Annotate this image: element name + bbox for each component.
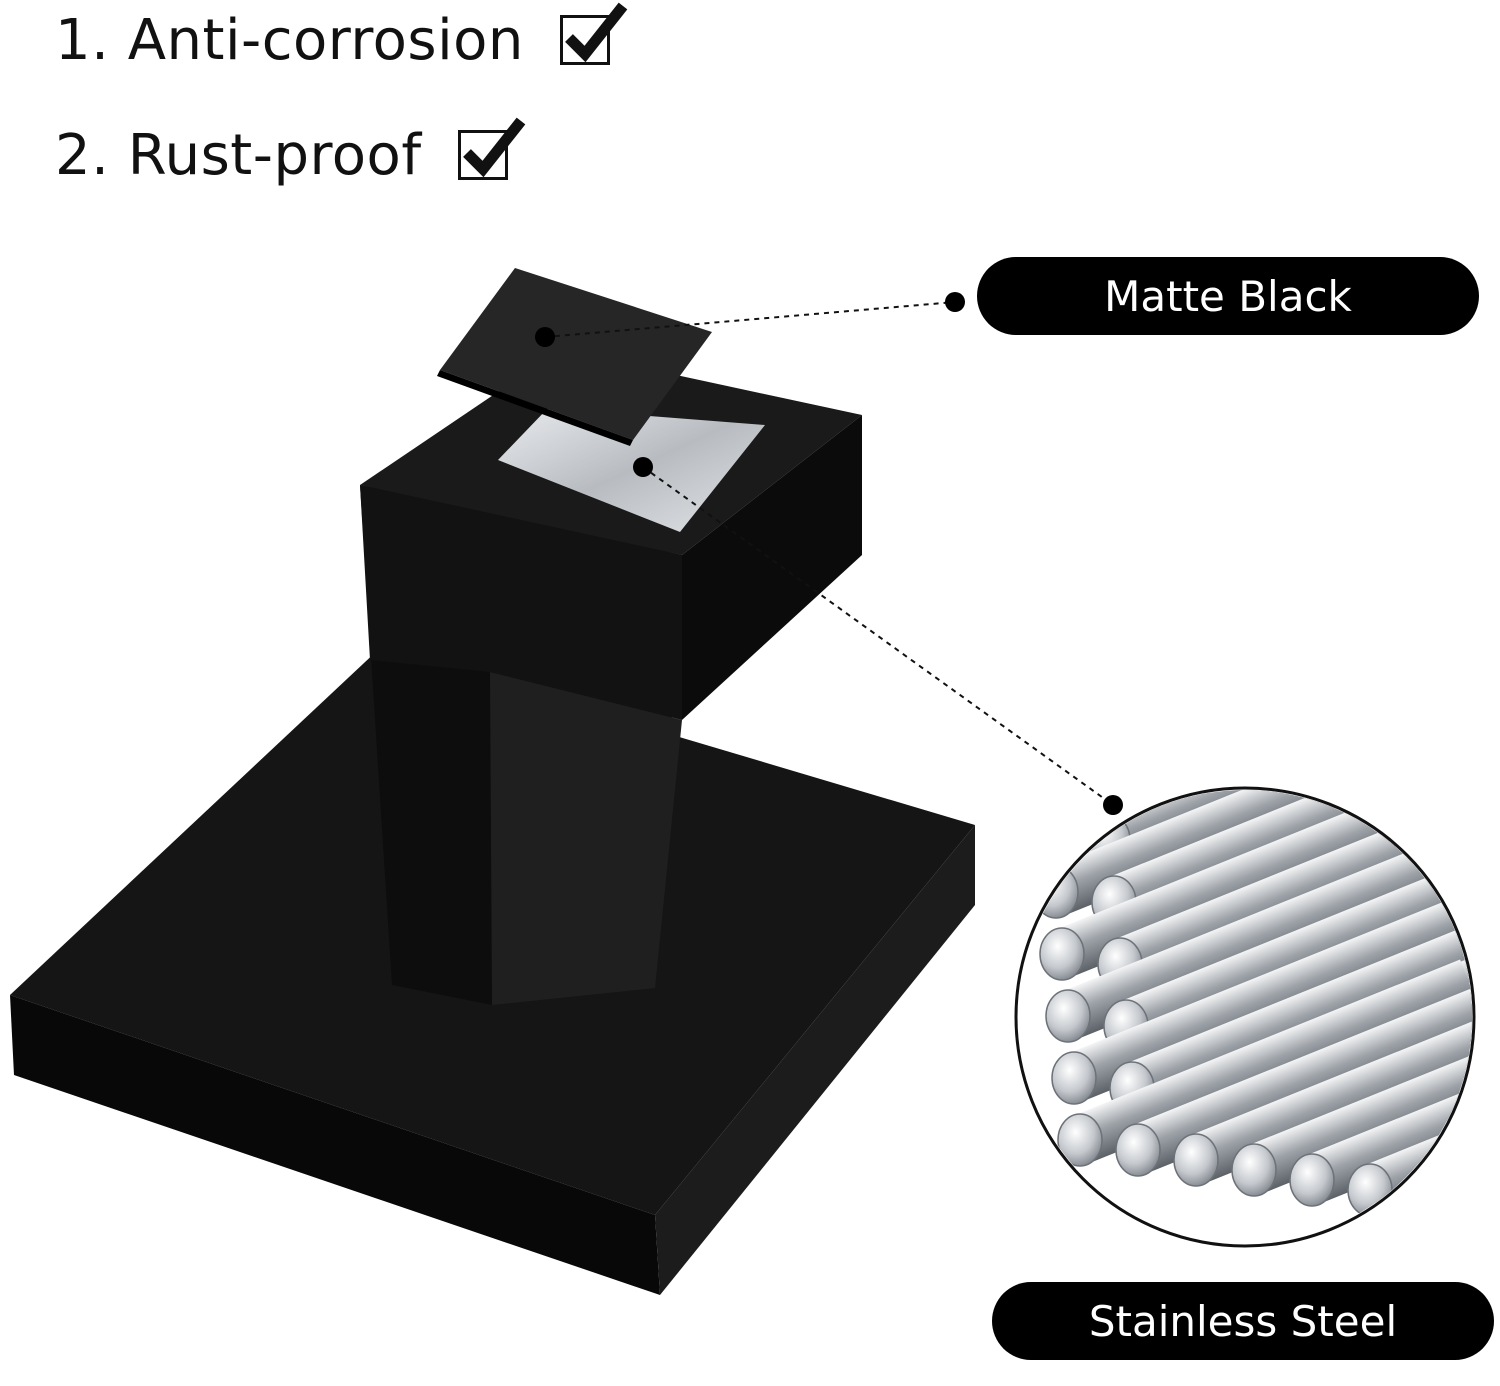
steel-rod-end xyxy=(1045,989,1091,1043)
steel-rod-end xyxy=(1231,1143,1277,1197)
steel-rod-end xyxy=(1039,927,1085,981)
callout-stainless-steel: Stainless Steel xyxy=(992,1282,1494,1360)
steel-rod-end xyxy=(1027,803,1073,857)
base-plate xyxy=(10,648,975,1295)
checkmark-icon xyxy=(462,117,525,178)
steel-rod-end xyxy=(1289,1153,1335,1207)
feature-item-rust-proof: 2. Rust-proof xyxy=(55,115,525,195)
feature-item-anti-corrosion: 1. Anti-corrosion xyxy=(55,0,628,80)
feature-label: 2. Rust-proof xyxy=(55,122,422,188)
callout-leaders xyxy=(535,292,1123,815)
callout-matte-black: Matte Black xyxy=(977,257,1479,335)
checkmark-icon xyxy=(565,2,628,63)
stainless-steel-rods-image xyxy=(1014,786,1476,1248)
steel-layer-swatch xyxy=(498,408,765,532)
feature-label: 1. Anti-corrosion xyxy=(55,7,524,73)
checkbox xyxy=(457,117,525,180)
callout-label: Stainless Steel xyxy=(1088,1296,1398,1346)
checkbox xyxy=(559,2,628,65)
callout-label: Matte Black xyxy=(1104,271,1352,321)
steel-rod-end xyxy=(1051,1051,1097,1105)
steel-rod-end xyxy=(1115,1123,1161,1177)
steel-rod-end xyxy=(1033,865,1079,919)
steel-rod-end xyxy=(1173,1133,1219,1187)
steel-rod-end xyxy=(1057,1113,1103,1167)
black-layer-swatch xyxy=(437,268,712,446)
